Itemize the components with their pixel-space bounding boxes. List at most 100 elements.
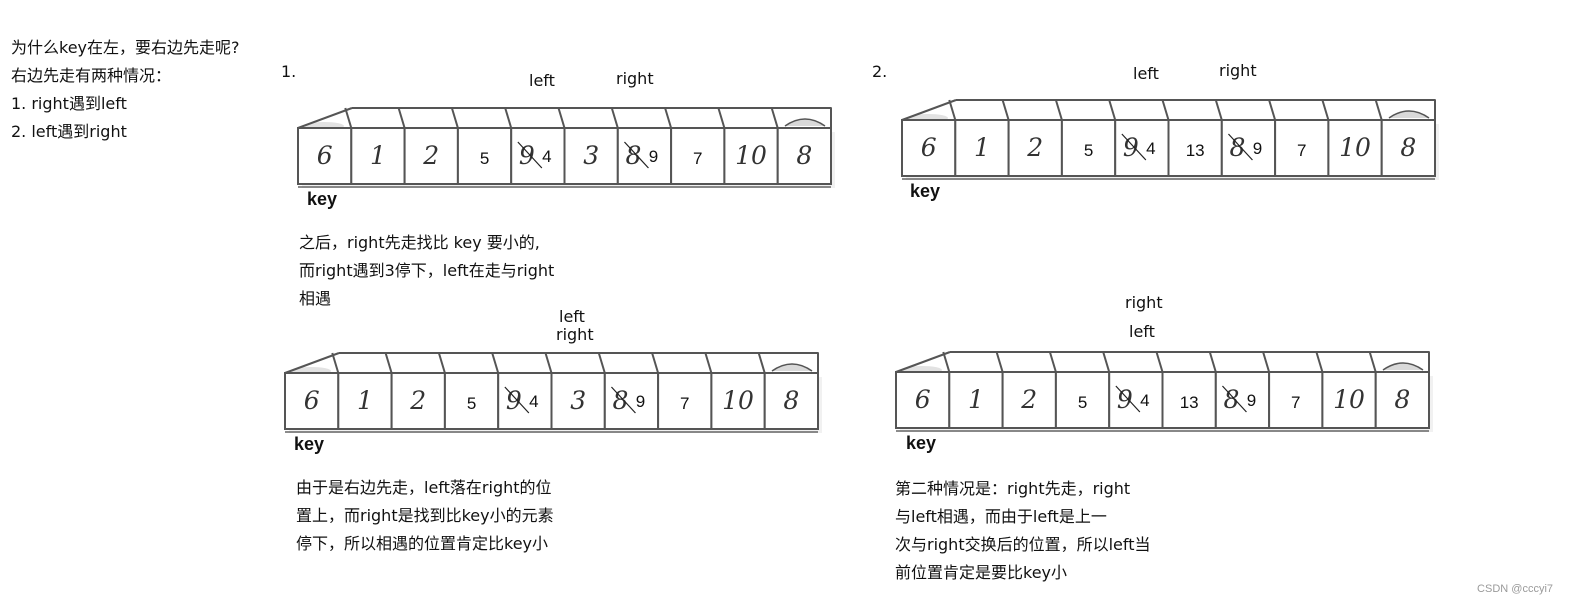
array-cell bbox=[1268, 371, 1324, 429]
cell-value: 8 bbox=[1394, 385, 1410, 414]
array-top-divider bbox=[384, 352, 393, 374]
cell-strike-line bbox=[517, 141, 543, 169]
panel-4-right-label: right bbox=[1125, 293, 1163, 312]
panel-3-caption-line: 停下，所以相遇的位置肯定比key小 bbox=[296, 534, 549, 553]
array-cell bbox=[284, 372, 340, 430]
panel-4-caption-line: 与left相遇，而由于left是上一 bbox=[895, 507, 1107, 526]
array-cell bbox=[1380, 119, 1437, 177]
cell-value: 7 bbox=[1297, 141, 1306, 160]
cell-value: 1 bbox=[968, 385, 984, 414]
array-cell bbox=[1274, 119, 1330, 177]
cell-strike-line bbox=[1115, 385, 1141, 413]
cell-value: 2 bbox=[1020, 385, 1037, 414]
array-top-divider bbox=[704, 352, 713, 374]
cell-value: 1 bbox=[370, 141, 386, 170]
cell-value: 13 bbox=[1186, 141, 1205, 160]
array-top-divider bbox=[437, 352, 446, 374]
array-top-divider bbox=[1161, 99, 1170, 121]
array-top-divider bbox=[664, 107, 673, 129]
cell-value: 10 bbox=[1339, 133, 1371, 162]
intro-cases-title: 右边先走有两种情况： bbox=[11, 66, 172, 85]
cell-value: 10 bbox=[722, 386, 754, 415]
array-cell bbox=[1374, 371, 1431, 429]
cell-value: 2 bbox=[422, 141, 439, 170]
panel-4-key-label: key bbox=[906, 433, 937, 453]
array-top-divider bbox=[770, 107, 779, 129]
cell-value: 5 bbox=[467, 394, 476, 413]
cell-value: 10 bbox=[1333, 385, 1365, 414]
panel-1-left-label: left bbox=[529, 71, 555, 90]
array-cell bbox=[1214, 371, 1271, 429]
cell-new-value: 4 bbox=[1140, 391, 1149, 410]
cell-value: 2 bbox=[1026, 133, 1043, 162]
panel-1-caption-line: 之后，right先走找比 key 要小的, bbox=[299, 233, 540, 252]
array-end-cap bbox=[771, 363, 813, 372]
cell-value: 3 bbox=[570, 386, 586, 415]
array-top-divider bbox=[491, 352, 500, 374]
cell-value: 2 bbox=[409, 386, 426, 415]
intro-case-2: 2. left遇到right bbox=[11, 122, 127, 141]
cell-value: 1 bbox=[357, 386, 373, 415]
array-cell bbox=[776, 127, 833, 185]
array-cell bbox=[1114, 119, 1170, 177]
panel-3-left-label: left bbox=[559, 307, 585, 326]
cell-strike-line bbox=[1228, 133, 1253, 161]
array-cell bbox=[670, 127, 726, 185]
panel-1-caption: 之后，right先走找比 key 要小的, 而right遇到3停下，left在走… bbox=[299, 229, 554, 313]
panel-4-caption-line: 次与right交换后的位置，所以left当 bbox=[895, 535, 1151, 554]
array-top-divider bbox=[1214, 99, 1223, 121]
panel-1-number: 1. bbox=[281, 62, 297, 81]
array-cell bbox=[1054, 371, 1111, 429]
panel-2-key-label: key bbox=[910, 181, 941, 201]
cell-value: 6 bbox=[317, 141, 333, 170]
array-top-divider bbox=[1374, 99, 1383, 121]
panel-1-right-label: right bbox=[616, 69, 654, 88]
panel-3-right-label: right bbox=[556, 325, 594, 344]
array-cell bbox=[337, 372, 393, 430]
cell-new-value: 4 bbox=[529, 392, 538, 411]
panel-3-caption: 由于是右边先走，left落在right的位 置上，而right是找到比key小的… bbox=[296, 474, 554, 558]
cell-new-value: 9 bbox=[1247, 391, 1256, 410]
array-top-divider bbox=[1048, 351, 1057, 373]
cell-value: 5 bbox=[1078, 393, 1087, 412]
cell-value: 8 bbox=[1400, 133, 1416, 162]
cell-value: 6 bbox=[304, 386, 320, 415]
intro-case-1: 1. right遇到left bbox=[11, 94, 127, 113]
array-end-cap bbox=[1382, 362, 1424, 371]
cell-new-value: 4 bbox=[542, 147, 551, 166]
array-top-divider bbox=[557, 107, 566, 129]
array-top-divider bbox=[610, 107, 619, 129]
array-top-divider bbox=[651, 352, 660, 374]
panel-2-number: 2. bbox=[872, 62, 888, 81]
intro-text: 为什么key在左，要右边先走呢? 右边先走有两种情况： 1. right遇到le… bbox=[11, 34, 240, 146]
cell-value: 7 bbox=[1291, 393, 1300, 412]
cell-value: 6 bbox=[915, 385, 931, 414]
cell-new-value: 9 bbox=[1253, 139, 1262, 158]
cell-value: 7 bbox=[680, 394, 689, 413]
panel-2-left-label: left bbox=[1133, 64, 1159, 83]
array-top-divider bbox=[757, 352, 766, 374]
array-top-divider bbox=[344, 107, 353, 129]
cell-value: 7 bbox=[693, 149, 702, 168]
array-top-divider bbox=[1001, 99, 1010, 121]
array-top-divider bbox=[1054, 99, 1063, 121]
cell-strike-line bbox=[611, 386, 636, 414]
intro-question: 为什么key在左，要右边先走呢? bbox=[11, 38, 240, 57]
panel-3-caption-line: 由于是右边先走，left落在right的位 bbox=[296, 478, 552, 497]
array-top-divider bbox=[450, 107, 459, 129]
panel-1-key-label: key bbox=[307, 189, 338, 209]
array-top-divider bbox=[504, 107, 513, 129]
cell-value: 6 bbox=[921, 133, 937, 162]
array-top-divider bbox=[948, 99, 957, 121]
array-cell bbox=[297, 127, 353, 185]
cell-new-value: 9 bbox=[649, 147, 658, 166]
cell-value: 3 bbox=[583, 141, 599, 170]
array-end-cap bbox=[1388, 110, 1430, 119]
array-top-divider bbox=[1108, 99, 1117, 121]
